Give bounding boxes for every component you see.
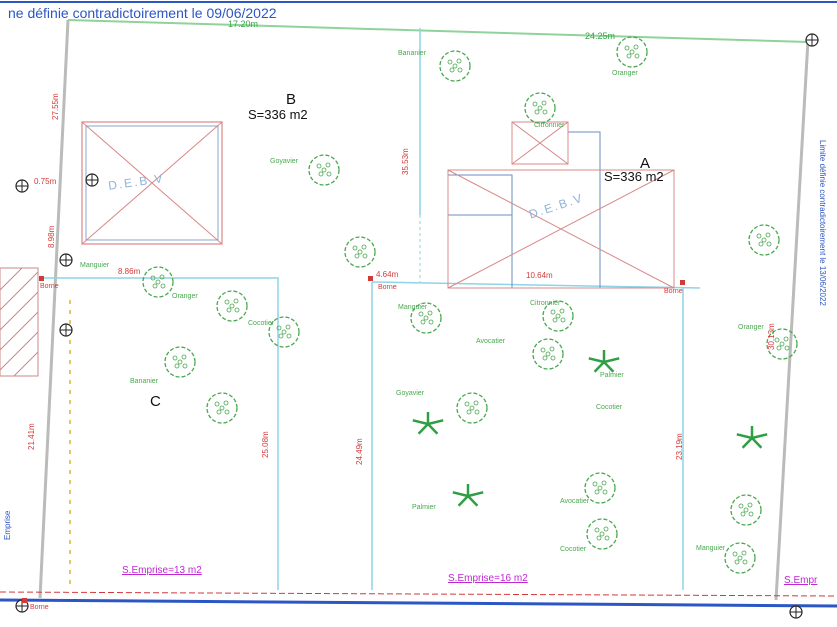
tree-label: Palmier bbox=[600, 372, 624, 379]
tree-label: Cocotier bbox=[596, 404, 623, 411]
tree-icon bbox=[616, 36, 648, 68]
tree-label: Oranger bbox=[172, 293, 198, 300]
borne-label-3: Borne bbox=[664, 288, 683, 295]
tree-icon bbox=[456, 392, 488, 424]
tree-icon bbox=[532, 338, 564, 370]
survey-point-icon bbox=[59, 323, 73, 337]
tree-label: Citronnier bbox=[530, 300, 561, 307]
lot-a-area: S=336 m2 bbox=[604, 169, 664, 184]
palm-icon bbox=[588, 350, 620, 373]
left-side-text: Emprise bbox=[3, 510, 12, 540]
tree-label: Goyavier bbox=[396, 390, 425, 397]
borne-markers bbox=[22, 276, 685, 603]
dim-top-right: 24.25m bbox=[585, 31, 616, 41]
tree-icon bbox=[542, 300, 574, 332]
tree-label: Avocatier bbox=[560, 498, 590, 505]
hatched-strip bbox=[0, 267, 39, 377]
right-side-text: Limite définie contradictoirement le 13/… bbox=[818, 140, 827, 306]
survey-point-icon bbox=[85, 173, 99, 187]
tree-icon bbox=[524, 92, 556, 124]
tree-label: Manguier bbox=[80, 262, 110, 269]
dim-left-v2: 8.98m bbox=[47, 225, 56, 248]
lot-c-letter: C bbox=[150, 393, 161, 410]
building-b bbox=[81, 121, 223, 245]
lot-b-letter: B bbox=[286, 91, 297, 108]
emprise-3: S.Empr bbox=[784, 575, 818, 586]
tree-icon bbox=[584, 472, 616, 504]
dim-left-bottom: 21.41m bbox=[27, 423, 36, 450]
tree-icon bbox=[730, 494, 762, 526]
east-boundary bbox=[774, 39, 810, 601]
tree-icon bbox=[724, 542, 756, 574]
tree-icon bbox=[142, 266, 174, 298]
dim-right-e: 23.19m bbox=[675, 433, 684, 460]
borne-label-1: Borne bbox=[40, 283, 59, 290]
tree-icon bbox=[206, 392, 238, 424]
lot-a-letter: A bbox=[640, 155, 651, 172]
tree-icon bbox=[586, 518, 618, 550]
tree-label: Manguier bbox=[398, 304, 428, 311]
lot-divider-mid bbox=[371, 281, 701, 289]
dim-top-left: 17.20m bbox=[228, 19, 259, 29]
tree-icon bbox=[344, 236, 376, 268]
tree-label: Cocotier bbox=[248, 320, 275, 327]
borne-label-2: Borne bbox=[378, 284, 397, 291]
tree-icon bbox=[766, 328, 798, 360]
emprise-1: S.Emprise=13 m2 bbox=[122, 565, 202, 576]
dim-mid-c: 25.08m bbox=[261, 431, 270, 458]
lot-b-area: S=336 m2 bbox=[248, 107, 308, 122]
south-boundary bbox=[0, 598, 837, 608]
borne-label-4: Borne bbox=[30, 604, 49, 611]
palm-icon bbox=[452, 484, 484, 507]
tree-label: Bananier bbox=[398, 50, 427, 57]
tree-label: Palmier bbox=[412, 504, 436, 511]
tree-label: Bananier bbox=[130, 378, 159, 385]
survey-point-icon bbox=[805, 33, 819, 47]
lot-c-boundary bbox=[40, 277, 279, 590]
tree-label: Manguier bbox=[696, 545, 726, 552]
emprise-2: S.Emprise=16 m2 bbox=[448, 573, 528, 584]
dim-h-2: 4.64m bbox=[376, 270, 399, 279]
building-a bbox=[447, 121, 675, 289]
dim-h-3: 10.64m bbox=[526, 271, 553, 280]
tree-label: Oranger bbox=[738, 324, 764, 331]
tree-label: Avocatier bbox=[476, 338, 506, 345]
survey-point-icon bbox=[789, 605, 803, 619]
dim-left-top: 27.55m bbox=[51, 93, 60, 120]
tree-icon bbox=[748, 224, 780, 256]
dim-left-mid: 0.75m bbox=[34, 177, 57, 186]
tree-label: Goyavier bbox=[270, 158, 299, 165]
tree-icon bbox=[439, 50, 471, 82]
west-boundary bbox=[38, 19, 70, 599]
tree-label: Citronnier bbox=[534, 122, 565, 129]
survey-point-icon bbox=[59, 253, 73, 267]
tree-label: Cocotier bbox=[560, 546, 587, 553]
tree-icon bbox=[164, 346, 196, 378]
dim-mid-b: 35.53m bbox=[401, 148, 410, 175]
palm-icon bbox=[412, 412, 444, 435]
dim-h-1: 8.86m bbox=[118, 267, 141, 276]
road-line bbox=[0, 591, 837, 597]
tree-icon bbox=[410, 302, 442, 334]
tree-icon bbox=[216, 290, 248, 322]
dim-mid-d: 24.49m bbox=[355, 438, 364, 465]
survey-point-icon bbox=[15, 179, 29, 193]
tree-icon bbox=[308, 154, 340, 186]
dim-right-f: 30.13m bbox=[767, 323, 776, 350]
tree-icon bbox=[268, 316, 300, 348]
tree-label: Oranger bbox=[612, 70, 638, 77]
header-text: ne définie contradictoirement le 09/06/2… bbox=[8, 5, 277, 21]
north-boundary bbox=[67, 19, 809, 43]
palm-icon bbox=[736, 426, 768, 449]
